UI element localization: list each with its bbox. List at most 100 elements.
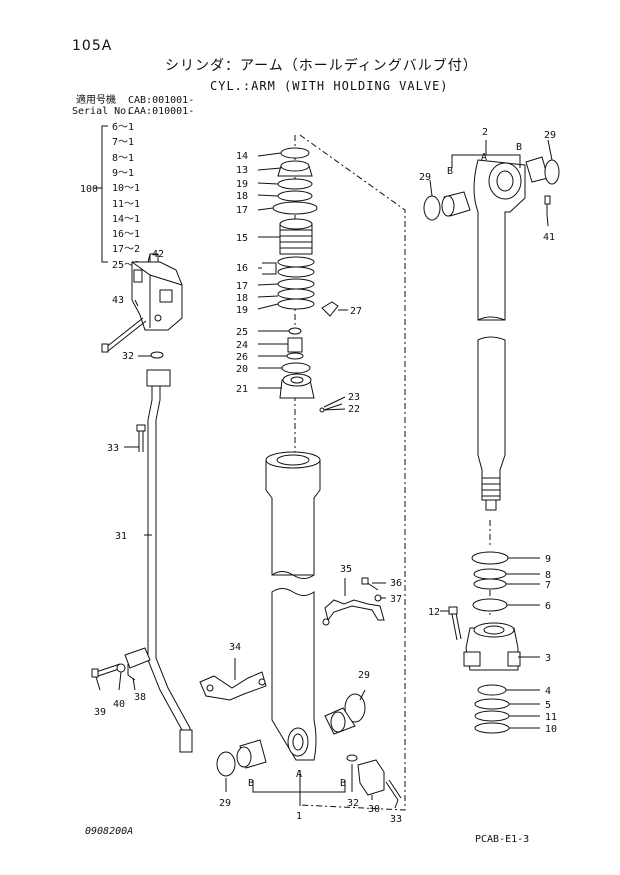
- piston-3: [463, 622, 521, 671]
- variant-item: 9～1: [112, 167, 135, 179]
- variant-item: 14～1: [112, 213, 141, 225]
- callout-p29a: 29: [419, 172, 431, 183]
- bolt-36: [361, 577, 379, 591]
- callout-p6: 6: [545, 601, 551, 612]
- piston-rod: [473, 159, 526, 511]
- bracket-lower: [252, 770, 346, 793]
- variant-item: 7～1: [112, 137, 135, 149]
- leader-lines: [95, 139, 553, 809]
- callout-pB1: B: [447, 166, 453, 177]
- washer-40: [116, 663, 126, 673]
- variant-item: 16～1: [112, 229, 141, 241]
- bracket-upper: [451, 145, 521, 168]
- callout-p20: 20: [236, 364, 248, 375]
- callout-p22: 22: [348, 404, 360, 415]
- callout-p40: 40: [113, 699, 125, 710]
- callout-pB3: B: [248, 778, 254, 789]
- cylinder-tube: [265, 451, 321, 761]
- drawing-number: 0908200A: [85, 826, 134, 837]
- callout-p41: 41: [543, 232, 555, 243]
- serial-value: CAA:010001-: [128, 106, 195, 117]
- block-30: [346, 754, 402, 801]
- clamp-34: [199, 671, 267, 701]
- callout-p34: 34: [229, 642, 241, 653]
- callout-p43: 43: [112, 295, 124, 306]
- callout-p25: 25: [236, 327, 248, 338]
- o-ring-32-left: [150, 351, 164, 359]
- callout-p37: 37: [390, 594, 402, 605]
- callout-p29b: 29: [544, 130, 556, 141]
- bolt-43: [101, 317, 147, 353]
- callout-p2: 2: [482, 127, 488, 138]
- callout-p13: 13: [236, 165, 248, 176]
- variant-item: 25～1: [112, 259, 141, 271]
- callout-p39: 39: [94, 707, 106, 718]
- callout-p9: 9: [545, 554, 551, 565]
- callout-p38: 38: [134, 692, 146, 703]
- screw-22-23: [319, 403, 343, 413]
- page-code: 105A: [72, 38, 113, 54]
- callout-p11: 11: [545, 712, 557, 723]
- holding-valve-block: [131, 253, 183, 331]
- callout-pB2: B: [516, 142, 522, 153]
- callout-p29d: 29: [219, 798, 231, 809]
- callout-p27: 27: [350, 306, 362, 317]
- callout-p33b: 33: [390, 814, 402, 825]
- applicable-value: CAB:001001-: [128, 95, 195, 106]
- callout-p4: 4: [545, 686, 551, 697]
- grease-fitting-41: [544, 195, 551, 214]
- callout-p26: 26: [236, 352, 248, 363]
- pipe-31: [146, 369, 193, 753]
- piston-rings-lower: [474, 684, 510, 734]
- clamp-38: [124, 647, 151, 681]
- callout-p5: 5: [545, 700, 551, 711]
- callout-p32a: 32: [122, 351, 134, 362]
- callout-p35: 35: [340, 564, 352, 575]
- callout-p17a: 17: [236, 205, 248, 216]
- callout-pA1: A: [481, 152, 487, 163]
- callout-p21: 21: [236, 384, 248, 395]
- callout-p3: 3: [545, 653, 551, 664]
- variant-item: 8～1: [112, 152, 135, 164]
- callout-p7: 7: [545, 580, 551, 591]
- callout-pA2: A: [296, 769, 302, 780]
- page-title-jp: シリンダ：アーム（ホールディングバルブ付）: [165, 58, 478, 74]
- bushings-right: [423, 156, 560, 221]
- variant-bracket: [101, 125, 108, 263]
- bushings-left: [216, 693, 366, 777]
- callout-p16: 16: [236, 263, 248, 274]
- callout-p8: 8: [545, 570, 551, 581]
- callout-p17b: 17: [236, 281, 248, 292]
- ring-27: [321, 301, 339, 317]
- sheet-reference: PCAB-E1-3: [475, 834, 530, 845]
- variant-group-label: 100: [80, 184, 99, 195]
- callout-p24: 24: [236, 340, 248, 351]
- callout-p23: 23: [348, 392, 360, 403]
- variant-item: 10～1: [112, 183, 141, 195]
- rod-seal-stack: [272, 147, 318, 310]
- callout-p29c: 29: [358, 670, 370, 681]
- callout-p19a: 19: [236, 179, 248, 190]
- callout-pB4: B: [340, 778, 346, 789]
- piston-parts: [279, 327, 315, 399]
- bolt-12: [448, 606, 462, 641]
- callout-p15: 15: [236, 233, 248, 244]
- callout-p32b: 32: [347, 798, 359, 809]
- page-title-en: CYL.:ARM (WITH HOLDING VALVE): [210, 79, 449, 93]
- callout-p31: 31: [115, 531, 127, 542]
- callout-p19b: 19: [236, 305, 248, 316]
- variant-item: 11～1: [112, 198, 141, 210]
- callout-p12: 12: [428, 607, 440, 618]
- serial-label: Serial No.: [72, 106, 133, 117]
- callout-p14: 14: [236, 151, 248, 162]
- applicable-label: 適用号機: [76, 95, 116, 106]
- assembly-outline: [299, 134, 406, 811]
- clamp-35: [322, 599, 385, 626]
- variant-item: 6～1: [112, 122, 135, 133]
- callout-p18b: 18: [236, 293, 248, 304]
- bolt-33-left: [136, 424, 146, 452]
- callout-p10: 10: [545, 724, 557, 735]
- piston-rings-upper: [471, 551, 509, 612]
